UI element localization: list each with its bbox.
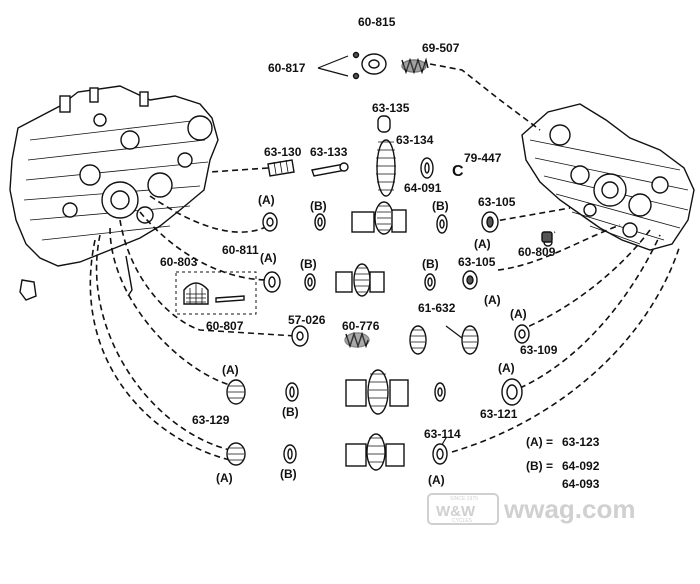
marker-a: (A) — [510, 307, 527, 321]
part-63-135-drawing — [377, 115, 391, 133]
label-63-134: 63-134 — [396, 133, 434, 147]
part-63-134-gear — [376, 139, 396, 197]
label-63-135: 63-135 — [372, 101, 410, 115]
marker-a: (A) — [222, 363, 239, 377]
label-60-815: 60-815 — [358, 15, 396, 29]
part-labels: 60-815 60-817 69-507 63-135 63-134 63-13… — [160, 15, 558, 441]
label-57-026: 57-026 — [288, 313, 326, 327]
part-63-133-drawing — [311, 162, 349, 177]
part-b-row5-left — [283, 444, 297, 464]
label-63-105-top: 63-105 — [478, 195, 516, 209]
part-63-105-row2 — [462, 270, 478, 290]
label-63-121: 63-121 — [480, 407, 518, 421]
label-69-507: 69-507 — [422, 41, 460, 55]
leader-60-817-top — [317, 55, 349, 69]
part-60-807-filter — [183, 282, 209, 305]
left-crankcase-drawing — [9, 85, 219, 301]
marker-a: (A) — [258, 193, 275, 207]
marker-a: (A) — [498, 361, 515, 375]
watermark-badge: W&W — [436, 503, 476, 520]
legend-b-value-1: 64-092 — [562, 459, 600, 473]
label-60-809: 60-809 — [518, 245, 556, 259]
legend-a-value: 63-123 — [562, 435, 600, 449]
part-gear-row5 — [345, 433, 405, 471]
part-63-109-drawing — [514, 324, 530, 344]
part-a-row1-left — [262, 212, 278, 232]
marker-a: (A) — [484, 293, 501, 307]
part-b-row1-left — [314, 213, 326, 231]
filter-assembly-box — [175, 271, 257, 315]
part-63-121-drawing — [501, 378, 523, 406]
label-60-776: 60-776 — [342, 319, 380, 333]
marker-a: (A) — [260, 251, 277, 265]
label-60-803: 60-803 — [160, 255, 198, 269]
label-79-447: 79-447 — [464, 151, 502, 165]
label-60-811: 60-811 — [222, 243, 259, 257]
label-60-807: 60-807 — [206, 319, 244, 333]
part-63-130-drawing — [267, 159, 295, 177]
label-63-109: 63-109 — [520, 343, 558, 357]
part-b-row4-left — [285, 382, 299, 402]
part-gear-row2 — [335, 263, 385, 297]
label-60-817: 60-817 — [268, 61, 306, 75]
label-63-105-bottom: 63-105 — [458, 255, 496, 269]
marker-b: (B) — [282, 405, 299, 419]
marker-b: (B) — [300, 257, 317, 271]
marker-b: (B) — [432, 199, 449, 213]
label-63-130: 63-130 — [264, 145, 302, 159]
marker-b: (B) — [280, 467, 297, 481]
part-gear-row3-left — [409, 325, 427, 355]
label-63-133: 63-133 — [310, 145, 348, 159]
part-a-row2-left — [263, 271, 281, 293]
label-c: C — [452, 163, 464, 180]
part-gear-row4 — [345, 369, 409, 415]
legend-a-key: (A) = — [526, 435, 553, 449]
leader-60-817-bottom — [317, 67, 349, 77]
part-gear-row1 — [351, 201, 407, 235]
part-b-row4-right — [434, 382, 446, 402]
part-60-815-drawing — [361, 53, 387, 75]
watermark: SINCE 1979 W&W CYCLES wwag.com — [427, 493, 635, 525]
part-b-row2-left — [304, 273, 316, 291]
marker-a: (A) — [428, 473, 445, 487]
part-69-507-spring — [401, 57, 429, 75]
label-63-114: 63-114 — [424, 427, 461, 441]
part-63-105-row1 — [481, 211, 499, 233]
part-60-776-spring — [344, 331, 370, 349]
part-60-809-drawing — [541, 231, 553, 243]
part-61-632-gear — [461, 325, 479, 355]
watermark-badge-frame — [427, 493, 499, 525]
part-64-091-washer — [420, 157, 434, 179]
right-crankcase-drawing — [521, 103, 695, 251]
watermark-badge-bottom: CYCLES — [452, 518, 473, 524]
part-60-817-drawing — [352, 51, 360, 80]
part-63-114-drawing — [432, 443, 448, 465]
legend-b-value-2: 64-093 — [562, 477, 600, 491]
watermark-badge-top: SINCE 1979 — [450, 496, 478, 502]
part-b-row1-right — [436, 214, 448, 234]
marker-a: (A) — [216, 471, 233, 485]
legend: (A) = 63-123 (B) = 64-092 64-093 — [526, 435, 600, 491]
part-b-row2-right — [424, 273, 436, 291]
part-63-129-drawing — [226, 442, 246, 466]
label-61-632: 61-632 — [418, 301, 456, 315]
part-60-811-drawing — [215, 295, 245, 303]
part-markers: (A) (B) (B) (A) (A) (B) (B) (A) (A) (A) … — [216, 193, 527, 487]
part-57-026-drawing — [291, 325, 309, 347]
marker-a: (A) — [474, 237, 491, 251]
marker-b: (B) — [422, 257, 439, 271]
legend-b-key: (B) = — [526, 459, 553, 473]
leader-61-632 — [445, 325, 463, 339]
part-a-row4 — [226, 379, 246, 405]
marker-b: (B) — [310, 199, 327, 213]
watermark-site: wwag.com — [503, 494, 635, 524]
label-63-129: 63-129 — [192, 413, 230, 427]
label-64-091: 64-091 — [404, 181, 442, 195]
leader-lines — [89, 63, 681, 461]
